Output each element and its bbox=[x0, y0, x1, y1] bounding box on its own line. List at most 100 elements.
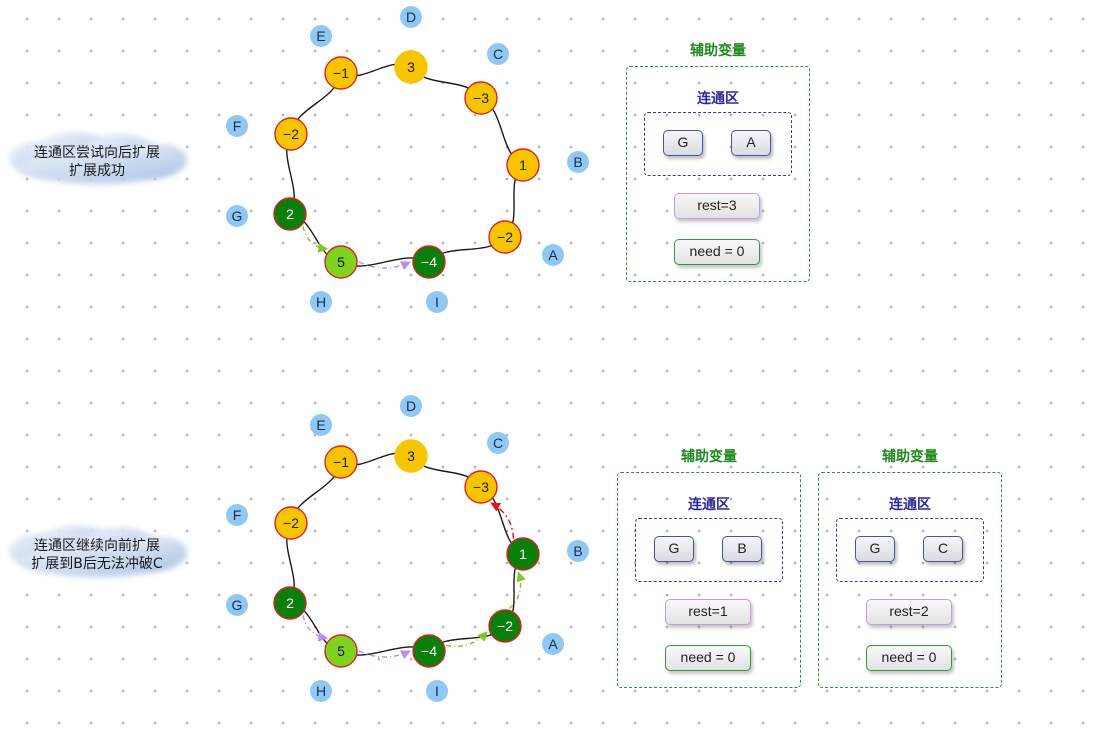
ring-node: −1 bbox=[324, 445, 358, 479]
ring-node-value: −1 bbox=[333, 454, 349, 470]
connected-region-box bbox=[644, 112, 792, 176]
aux-variables-panel bbox=[617, 472, 801, 688]
node-id-badge bbox=[226, 594, 248, 616]
ring-node: −4 bbox=[412, 634, 446, 668]
node-id-badge bbox=[226, 504, 248, 526]
caption-line: 扩展到B后无法冲破C bbox=[31, 556, 163, 572]
node-id-badge bbox=[310, 25, 332, 47]
expansion-arrow bbox=[302, 615, 329, 642]
ring-node: 5 bbox=[324, 634, 358, 668]
ring-node-value: −2 bbox=[497, 618, 513, 634]
node-id-badge bbox=[400, 395, 422, 417]
node-id-label: A bbox=[548, 636, 558, 652]
ring-node-value: −4 bbox=[421, 254, 437, 270]
connected-region-title: 连通区 bbox=[688, 497, 730, 513]
node-id-label: C bbox=[493, 46, 503, 62]
node-id-badge bbox=[310, 680, 332, 702]
aux-variables-panel bbox=[626, 66, 810, 282]
region-endpoint: B bbox=[722, 536, 762, 562]
node-id-label: I bbox=[435, 683, 439, 699]
aux-variables-title: 辅助变量 bbox=[690, 43, 746, 59]
ring-node-value: −2 bbox=[283, 126, 299, 142]
region-endpoint: G bbox=[654, 536, 694, 562]
ring-node-value: 2 bbox=[286, 206, 294, 222]
expansion-arrow bbox=[302, 226, 329, 253]
ring-node-value: 5 bbox=[337, 643, 345, 659]
ring-node: −2 bbox=[488, 609, 522, 643]
expansion-arrow bbox=[445, 631, 488, 647]
ring-node-value: 1 bbox=[519, 546, 527, 562]
ring-node-value: −3 bbox=[473, 479, 489, 495]
ring-node-value: 2 bbox=[286, 595, 294, 611]
node-id-badge bbox=[567, 151, 589, 173]
region-endpoint: G bbox=[663, 130, 703, 156]
rest-value: rest=3 bbox=[674, 193, 760, 219]
node-id-label: H bbox=[316, 294, 326, 310]
caption-cloud bbox=[9, 525, 187, 577]
node-id-label: F bbox=[233, 507, 242, 523]
ring-node: −3 bbox=[464, 81, 498, 115]
ring-node: −3 bbox=[464, 470, 498, 504]
aux-variables-title: 辅助变量 bbox=[882, 449, 938, 465]
ring-node: 2 bbox=[273, 586, 307, 620]
connected-region-title: 连通区 bbox=[697, 91, 739, 107]
rest-value: rest=1 bbox=[665, 599, 751, 625]
node-id-badge bbox=[426, 291, 448, 313]
node-id-label: C bbox=[493, 435, 503, 451]
ring-node: −2 bbox=[488, 220, 522, 254]
ring-node: 1 bbox=[506, 148, 540, 182]
ring-node: 3 bbox=[394, 50, 428, 84]
node-id-badge bbox=[542, 633, 564, 655]
node-id-badge bbox=[567, 540, 589, 562]
caption-text: 连通区尝试向后扩展扩展成功 bbox=[12, 144, 182, 180]
expansion-arrow bbox=[490, 502, 515, 539]
aux-variables-title: 辅助变量 bbox=[681, 449, 737, 465]
node-id-label: B bbox=[573, 154, 582, 170]
node-id-label: G bbox=[232, 597, 243, 613]
ring-node-value: −2 bbox=[497, 229, 513, 245]
ring-node-value: 5 bbox=[337, 254, 345, 270]
expansion-arrow bbox=[358, 261, 411, 271]
rest-value: rest=2 bbox=[866, 599, 952, 625]
node-id-label: B bbox=[573, 543, 582, 559]
node-id-badge bbox=[487, 43, 509, 65]
aux-variables-panel bbox=[818, 472, 1002, 688]
caption-line: 连通区尝试向后扩展 bbox=[34, 145, 160, 161]
ring-node-value: 3 bbox=[407, 59, 415, 75]
need-value: need = 0 bbox=[866, 645, 952, 671]
expansion-arrow bbox=[358, 650, 411, 660]
node-id-label: A bbox=[548, 247, 558, 263]
node-id-label: I bbox=[435, 294, 439, 310]
ring-node: 5 bbox=[324, 245, 358, 279]
region-endpoint: G bbox=[855, 536, 895, 562]
ring-node-value: −1 bbox=[333, 65, 349, 81]
expansion-arrow bbox=[508, 571, 526, 610]
node-id-badge bbox=[310, 291, 332, 313]
ring-node-value: 1 bbox=[519, 157, 527, 173]
ring-node: −2 bbox=[274, 117, 308, 151]
connected-region-box bbox=[635, 518, 783, 582]
node-id-badge bbox=[226, 205, 248, 227]
node-id-badge bbox=[400, 6, 422, 28]
ring-node: 1 bbox=[506, 537, 540, 571]
caption-line: 扩展成功 bbox=[69, 163, 125, 179]
ring-node: 3 bbox=[394, 439, 428, 473]
need-value: need = 0 bbox=[674, 239, 760, 265]
region-endpoint: A bbox=[731, 130, 771, 156]
node-id-label: E bbox=[316, 417, 325, 433]
node-id-badge bbox=[226, 115, 248, 137]
ring-node-value: −4 bbox=[421, 643, 437, 659]
node-id-label: H bbox=[316, 683, 326, 699]
ring-node: −1 bbox=[324, 56, 358, 90]
ring-node-value: 3 bbox=[407, 448, 415, 464]
node-id-label: D bbox=[406, 9, 416, 25]
connected-region-title: 连通区 bbox=[889, 497, 931, 513]
node-id-label: D bbox=[406, 398, 416, 414]
ring-node-value: −2 bbox=[283, 515, 299, 531]
node-id-badge bbox=[310, 414, 332, 436]
node-id-badge bbox=[487, 432, 509, 454]
ring-node-value: −3 bbox=[473, 90, 489, 106]
node-id-badge bbox=[542, 244, 564, 266]
node-id-badge bbox=[426, 680, 448, 702]
